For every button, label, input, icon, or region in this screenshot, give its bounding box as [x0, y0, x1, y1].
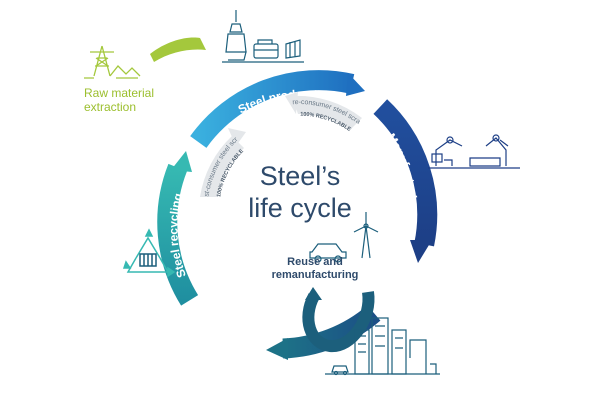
center-title: Steel’s life cycle — [220, 160, 380, 224]
arrow-head-manufacturing — [410, 240, 432, 263]
raw-material-label-line2: extraction — [84, 100, 137, 114]
reuse-label-line2: remanufacturing — [271, 269, 359, 281]
recycling-icon — [122, 228, 176, 278]
city-icon — [325, 317, 440, 376]
pylon-mountain-icon — [84, 45, 141, 79]
reuse-label: Reuse and remanufacturing — [250, 256, 380, 282]
center-title-line1: Steel’s — [259, 161, 341, 191]
center-title-line2: life cycle — [248, 193, 352, 223]
reuse-loop-arrowhead — [305, 287, 322, 300]
robot-arm-icon — [428, 134, 520, 169]
post-consumer-scrap-arrow — [228, 128, 246, 146]
post-consumer-scrap-band — [200, 136, 244, 197]
raw-material-label: Raw material extraction — [84, 86, 154, 114]
reuse-loop-arrow — [302, 291, 375, 352]
reuse-label-line1: Reuse and — [287, 256, 343, 268]
steel-plant-icon — [222, 10, 304, 63]
arrow-head-use — [266, 338, 288, 360]
arrow-head-production — [346, 73, 365, 96]
arrow-head-recycling — [171, 151, 192, 172]
ring-segment-recycling — [157, 163, 199, 306]
ring-segment-production — [190, 70, 355, 148]
car-wind-turbine-icon — [309, 212, 379, 263]
pre-consumer-scrap-arrow — [285, 92, 298, 114]
raw-material-label-line1: Raw material — [84, 86, 155, 100]
raw-material-arrow — [150, 37, 206, 62]
ring-segment-manufacturing — [373, 99, 438, 247]
pre-consumer-scrap-band — [292, 95, 362, 130]
